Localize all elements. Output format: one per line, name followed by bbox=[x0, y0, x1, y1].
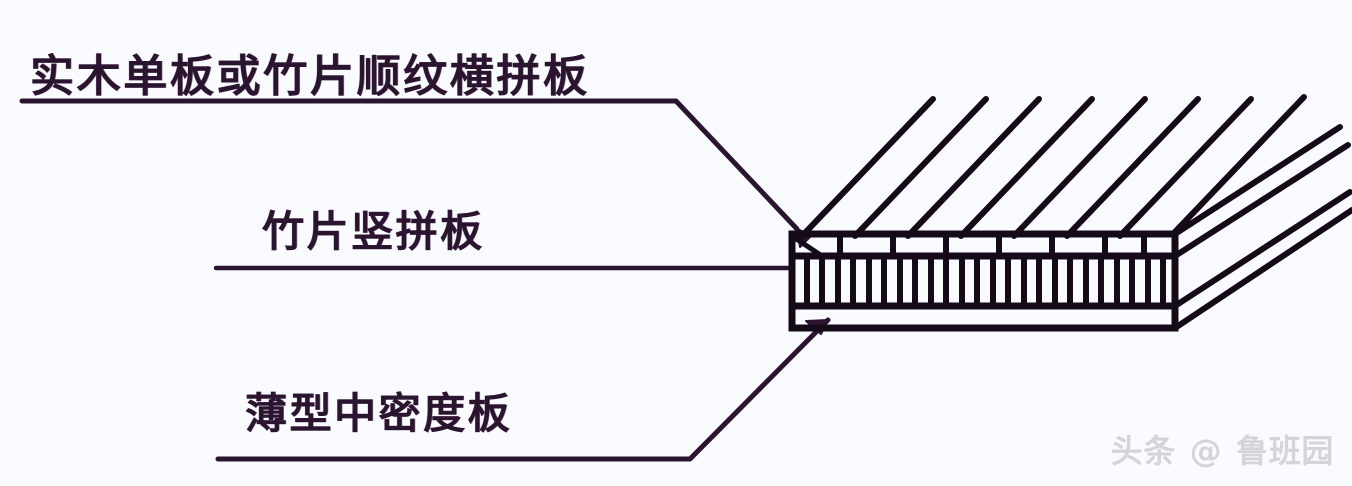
board-cross-section bbox=[788, 230, 1179, 332]
top-seam-4 bbox=[958, 96, 1095, 239]
watermark-platform: 头条 bbox=[1110, 432, 1176, 470]
board-right-bottom-edge bbox=[1172, 207, 1352, 331]
board-right-lower-edge bbox=[1172, 189, 1352, 309]
leader-line-bottom-layer bbox=[215, 317, 831, 462]
leader-line-top-layer bbox=[19, 98, 800, 232]
watermark: 头条 @ 鲁班园 bbox=[1111, 426, 1334, 472]
core-layer-slats bbox=[804, 255, 1166, 307]
top-seam-8 bbox=[1170, 94, 1307, 237]
top-seam-3 bbox=[905, 96, 1042, 239]
top-seam-1 bbox=[799, 96, 936, 239]
top-seam-5 bbox=[1011, 96, 1148, 239]
watermark-handle: 鲁班园 bbox=[1236, 432, 1334, 470]
top-seam-6 bbox=[1064, 96, 1201, 239]
top-layer-segment-joints bbox=[837, 231, 1147, 259]
label-top-layer: 实木单板或竹片顺纹横拼板 bbox=[30, 51, 590, 102]
label-core-layer: 竹片竖拼板 bbox=[262, 207, 485, 256]
top-seam-2 bbox=[852, 96, 989, 239]
top-seam-7 bbox=[1117, 96, 1254, 239]
watermark-at-symbol: @ bbox=[1189, 432, 1223, 470]
board-right-mid-edge bbox=[1172, 142, 1351, 259]
top-left-corner-notch bbox=[788, 232, 826, 260]
cross-section-outline bbox=[788, 230, 1179, 332]
board-right-top-edge bbox=[1172, 124, 1343, 237]
label-bottom-layer: 薄型中密度板 bbox=[245, 389, 513, 438]
